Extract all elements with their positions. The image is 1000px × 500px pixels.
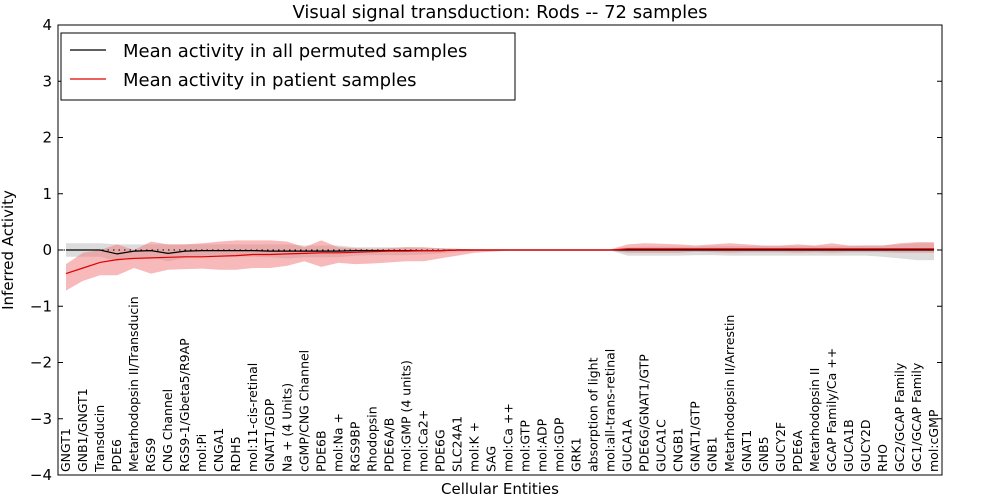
y-tick-label: −1 xyxy=(30,297,52,315)
legend-label-permuted: Mean activity in all permuted samples xyxy=(123,41,467,62)
x-category-label: mol:11-cis-retinal xyxy=(245,363,260,472)
confidence-bands xyxy=(66,240,934,291)
x-category-label: GNGT1 xyxy=(58,428,73,472)
legend-label-patient: Mean activity in patient samples xyxy=(123,70,417,91)
x-category-label: RHO xyxy=(875,444,890,472)
x-category-label: GNB1 xyxy=(705,436,720,472)
x-category-label: mol:cGMP xyxy=(926,409,941,472)
y-tick-label: 2 xyxy=(42,129,52,147)
x-category-label: GNB5 xyxy=(756,436,771,472)
x-category-label: CNGB1 xyxy=(671,428,686,472)
y-tick-label: −3 xyxy=(30,410,52,428)
x-category-label: GUCY2D xyxy=(858,419,873,472)
x-category-label: GC1/GCAP Family xyxy=(909,362,924,472)
x-category-label: RGS9 xyxy=(143,438,158,472)
x-category-label: mol:GDP xyxy=(552,417,567,472)
x-category-label: PDE6A/B xyxy=(381,418,396,472)
x-category-label: mol:GTP xyxy=(518,420,533,472)
x-category-label: Metarhodopsin II/Transducin xyxy=(126,296,141,472)
x-category-label: mol:Na + xyxy=(330,413,345,472)
x-category-label: GNAT1/GTP xyxy=(688,401,703,472)
y-axis-ticks: 4 3 2 1 0 −1 −2 −3 −4 xyxy=(30,16,942,484)
x-category-label: Rhodopsin xyxy=(364,406,379,472)
x-category-label: RGS9BP xyxy=(347,421,362,472)
x-category-label: PDE6A xyxy=(790,430,805,472)
x-category-label: mol:ADP xyxy=(535,418,550,472)
x-category-label: GUCA1B xyxy=(841,419,856,472)
x-category-label: mol:Ca2+ xyxy=(415,410,430,472)
legend-box xyxy=(60,32,516,101)
x-category-label: cGMP/CNG Channel xyxy=(296,350,311,472)
x-category-label: GCAP Family/Ca ++ xyxy=(824,348,839,472)
x-category-label: SLC24A1 xyxy=(450,416,465,472)
chart-title: Visual signal transduction: Rods -- 72 s… xyxy=(292,2,707,23)
x-category-label: Na + (4 Units) xyxy=(279,383,294,472)
patient-band xyxy=(66,240,934,291)
x-axis-label: Cellular Entities xyxy=(441,480,559,498)
x-category-label: mol:GMP (4 units) xyxy=(398,360,413,472)
x-category-label: mol:Ca ++ xyxy=(501,403,516,472)
x-category-label: mol:all-trans-retinal xyxy=(603,349,618,472)
x-category-label: Transducin xyxy=(92,405,107,473)
y-tick-label: 0 xyxy=(42,241,52,259)
y-tick-label: −4 xyxy=(30,466,52,484)
x-category-label: RDH5 xyxy=(228,436,243,472)
x-category-label: GUCA1A xyxy=(620,419,635,472)
x-category-label: PDE6B xyxy=(313,430,328,472)
x-category-label: mol:K + xyxy=(467,422,482,472)
y-tick-label: −2 xyxy=(30,354,52,372)
x-category-label: GNB1/GNGT1 xyxy=(75,388,90,472)
x-category-label: GC2/GCAP Family xyxy=(892,362,907,472)
x-category-label: mol:Pi xyxy=(194,434,209,472)
x-category-label: CNG Channel xyxy=(160,389,175,472)
y-tick-label: 3 xyxy=(42,72,52,90)
x-category-label: GNAT1 xyxy=(739,430,754,472)
x-category-label: CNGA1 xyxy=(211,428,226,472)
y-tick-label: 4 xyxy=(42,16,52,34)
x-category-label: RGS9-1/Gbeta5/R9AP xyxy=(177,338,192,472)
legend: Mean activity in all permuted samples Me… xyxy=(60,32,516,101)
x-category-label: Metarhodopsin II xyxy=(807,368,822,472)
x-category-label: PDE6G xyxy=(432,429,447,472)
plot-frame xyxy=(57,24,943,476)
x-category-label: GUCY2F xyxy=(773,422,788,472)
x-category-label: GUCA1C xyxy=(654,419,669,472)
series-lines xyxy=(58,248,942,275)
y-tick-label: 1 xyxy=(42,185,52,203)
x-category-label: Metarhodopsin II/Arrestin xyxy=(722,315,737,472)
x-category-label: PDE6G/GNAT1/GTP xyxy=(637,354,652,472)
patient-mean-line xyxy=(65,248,934,275)
x-category-label: GRK1 xyxy=(569,437,584,472)
x-category-label: SAG xyxy=(484,446,499,472)
x-category-label: absorption of light xyxy=(586,357,601,472)
x-category-label: PDE6 xyxy=(109,439,124,472)
x-category-label: GNAT1/GDP xyxy=(262,398,277,472)
y-axis-label: Inferred Activity xyxy=(0,190,17,310)
